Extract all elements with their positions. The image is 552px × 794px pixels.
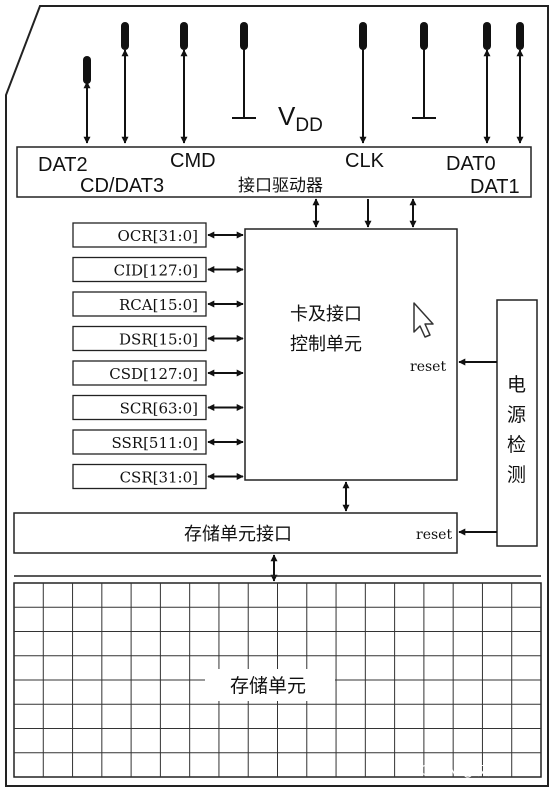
register-label: RCA[15:0] bbox=[119, 296, 198, 314]
reset-links bbox=[458, 358, 497, 536]
power-detect-box bbox=[496, 299, 538, 547]
interface-driver-box bbox=[16, 146, 532, 198]
memory-unit-label: 存储单元 bbox=[230, 675, 306, 697]
memory-interface-box bbox=[13, 512, 458, 554]
driver-control-links bbox=[312, 198, 417, 228]
pin-label-clk: CLK bbox=[345, 150, 385, 172]
control-unit-line2: 控制单元 bbox=[290, 334, 362, 355]
pin-label-dat0: DAT0 bbox=[446, 153, 496, 175]
vdd-main: V bbox=[278, 101, 296, 131]
pin-label-cd-dat3: CD/DAT3 bbox=[80, 175, 164, 197]
memory-interface-reset: reset bbox=[416, 527, 452, 543]
watermark: CSDN @汉广 bbox=[420, 764, 500, 779]
power-detect-char-4: 测 bbox=[507, 464, 526, 486]
register-label: SSR[511:0] bbox=[111, 434, 198, 452]
vdd-sub: DD bbox=[295, 115, 322, 136]
memory-interface-label: 存储单元接口 bbox=[184, 524, 292, 545]
register-label: CSD[127:0] bbox=[109, 365, 198, 383]
vdd-label: VDD bbox=[278, 101, 323, 136]
control-unit-reset: reset bbox=[410, 359, 446, 375]
power-detect-char-2: 源 bbox=[507, 404, 526, 426]
register-box bbox=[72, 463, 207, 490]
pin-label-dat1: DAT1 bbox=[470, 176, 520, 198]
interface-driver-label: 接口驱动器 bbox=[238, 176, 323, 195]
register-label: OCR[31:0] bbox=[118, 227, 198, 245]
register-box bbox=[72, 291, 207, 317]
register-label: CSR[31:0] bbox=[120, 469, 198, 487]
mouse-cursor-icon bbox=[413, 302, 434, 338]
control-unit-line1: 卡及接口 bbox=[290, 304, 362, 325]
register-label: CID[127:0] bbox=[114, 262, 198, 280]
pin-connectors bbox=[83, 22, 524, 144]
power-detect-char-3: 检 bbox=[507, 434, 526, 456]
register-box bbox=[72, 325, 207, 352]
register-box bbox=[72, 394, 207, 421]
register-box bbox=[72, 360, 207, 386]
register-box bbox=[72, 256, 207, 283]
register-box bbox=[72, 429, 207, 455]
register-label: DSR[15:0] bbox=[119, 331, 198, 349]
register-box bbox=[72, 222, 207, 248]
control-unit-box bbox=[244, 228, 458, 481]
power-detect-char-1: 电 bbox=[507, 374, 526, 396]
register-label: SCR[63:0] bbox=[120, 400, 198, 418]
memory-label-bg bbox=[205, 669, 335, 701]
pin-label-dat2: DAT2 bbox=[38, 154, 88, 176]
memory-grid bbox=[14, 583, 541, 777]
pin-label-cmd: CMD bbox=[170, 150, 216, 172]
register-list: OCR[31:0] CID[127:0] RCA[15:0] DSR[15:0] CSD… bbox=[72, 222, 244, 490]
